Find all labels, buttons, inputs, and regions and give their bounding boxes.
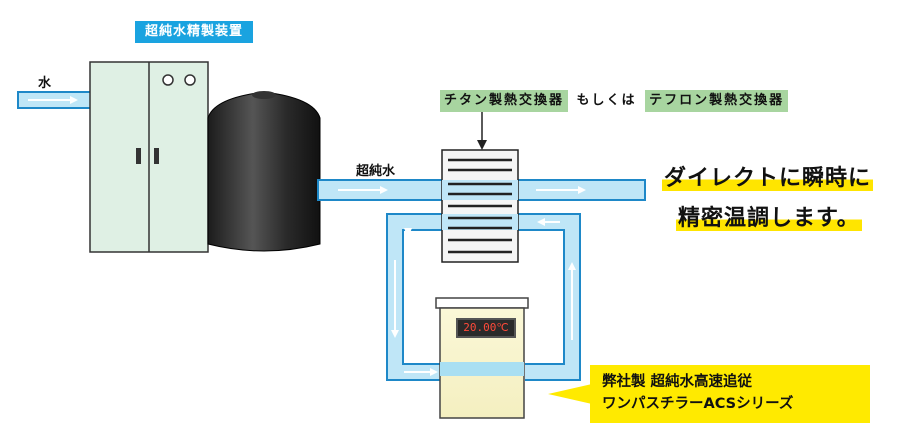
chiller-loop-pipe	[386, 213, 581, 381]
hx-teflon-label: テフロン製熱交換器	[645, 90, 789, 112]
headline-line2-text: 精密温調します。	[676, 206, 862, 231]
heat-exchanger	[441, 149, 519, 263]
callout-pointer	[548, 384, 592, 404]
chiller-unit	[435, 297, 529, 419]
purifier-cabinet	[89, 61, 209, 253]
callout-line2: ワンパスチラーACSシリーズ	[602, 396, 794, 412]
chiller-temperature-display: 20.00℃	[456, 318, 516, 338]
hx-titan-label: チタン製熱交換器	[440, 90, 569, 112]
headline-line1-text: ダイレクトに瞬時に	[662, 166, 874, 191]
headline-line1: ダイレクトに瞬時に	[662, 160, 874, 192]
ultrapure-water-label: 超純水	[356, 164, 396, 179]
water-in-label: 水	[38, 76, 52, 91]
callout-line1: 弊社製 超純水高速追従	[602, 374, 753, 390]
hx-label: チタン製熱交換器 もしくは テフロン製熱交換器	[440, 90, 789, 112]
hx-pointer-arrow	[477, 112, 487, 150]
inlet-pipe	[17, 91, 93, 109]
purifier-label: 超純水精製装置	[135, 21, 254, 43]
product-callout: 弊社製 超純水高速追従 ワンパスチラーACSシリーズ	[590, 365, 870, 423]
headline-line2: 精密温調します。	[676, 200, 862, 232]
hx-or-label: もしくは	[576, 93, 637, 108]
storage-tank	[207, 91, 321, 252]
